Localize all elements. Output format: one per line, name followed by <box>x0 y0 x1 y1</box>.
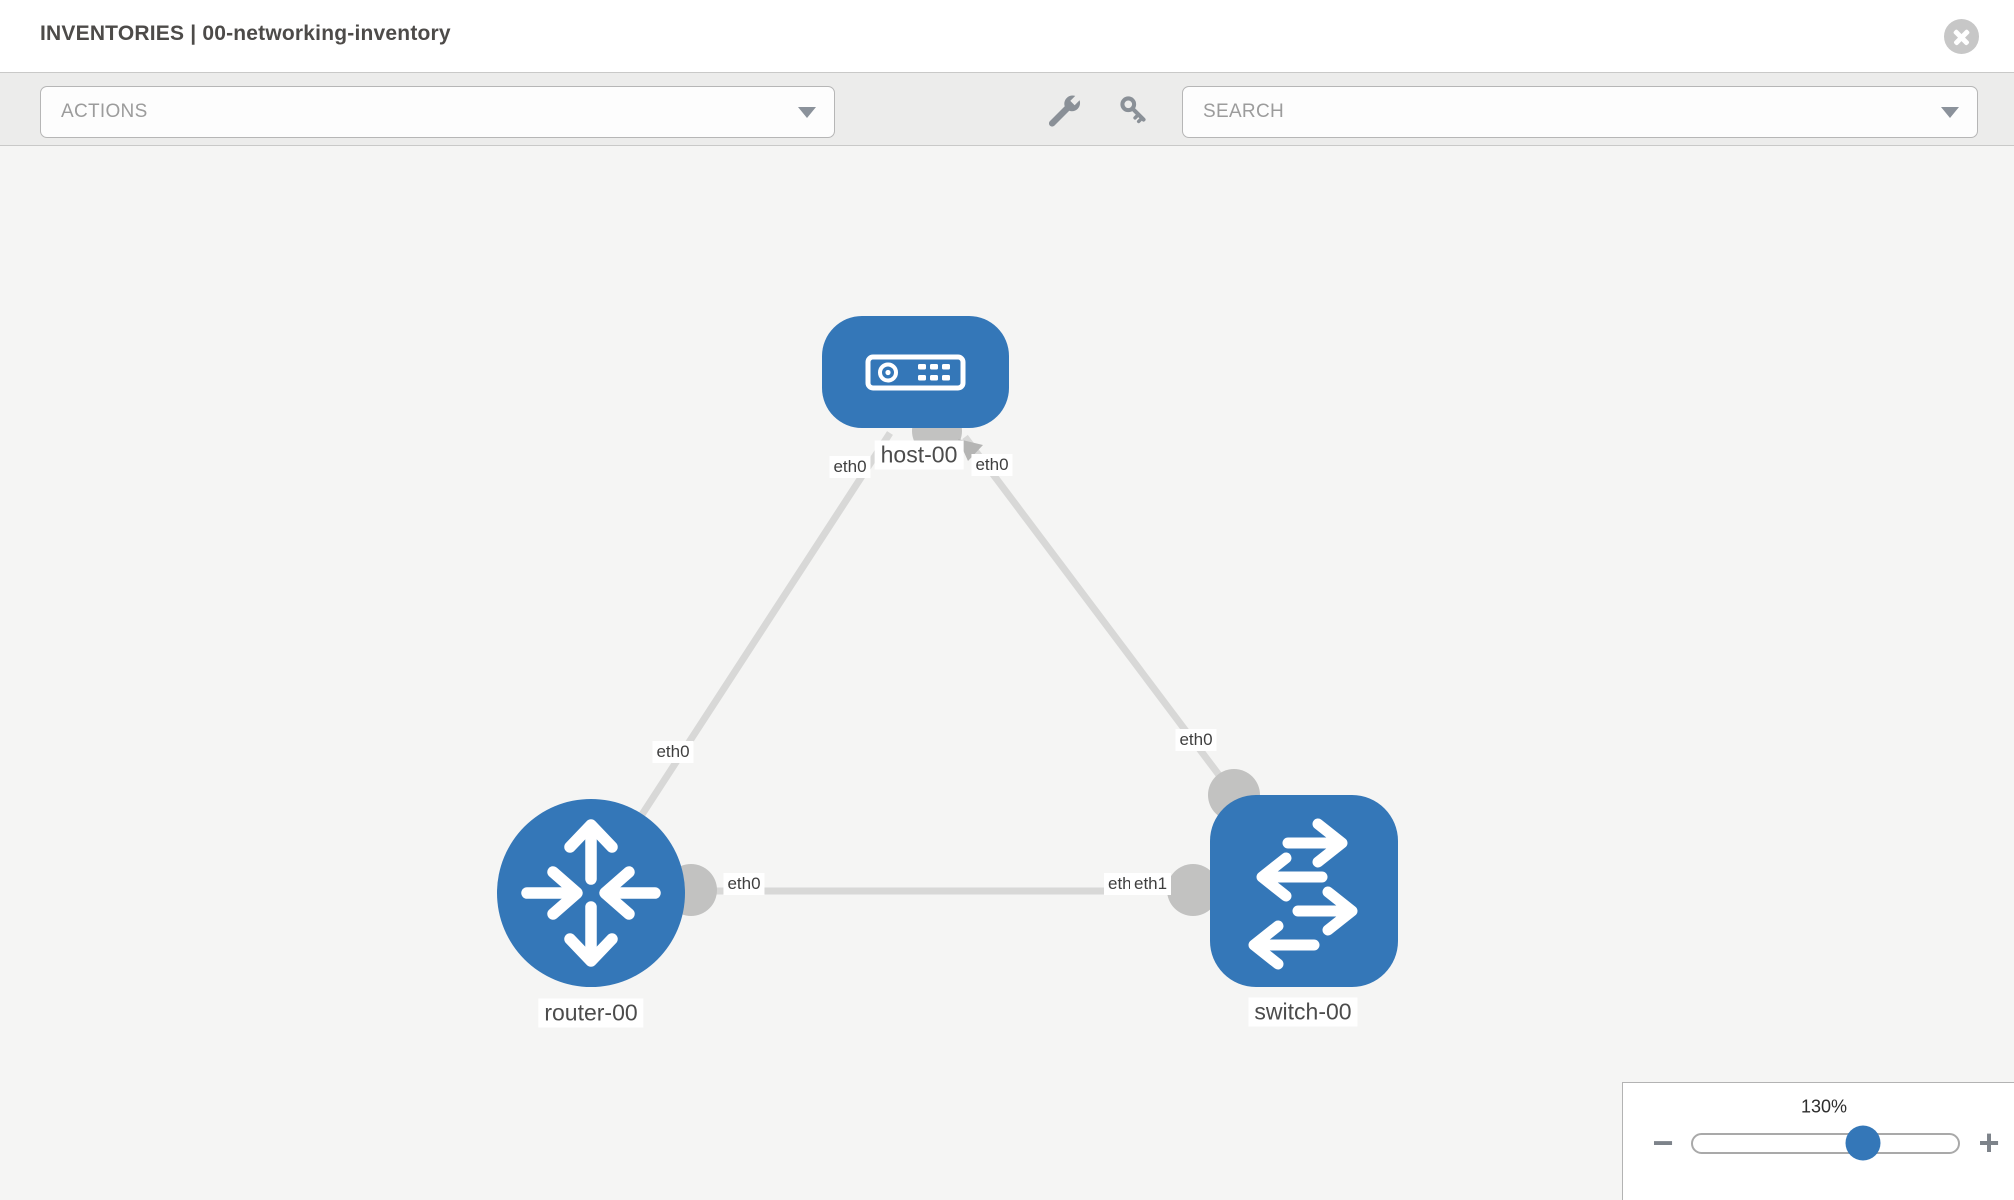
node-router[interactable] <box>497 799 685 987</box>
search-dropdown[interactable]: SEARCH <box>1182 86 1978 138</box>
interface-label: eth0 <box>1175 729 1217 751</box>
zoom-control-panel: 130% − + <box>1622 1082 2014 1200</box>
close-icon[interactable] <box>1944 19 1979 54</box>
zoom-in-button[interactable]: + <box>1978 1122 2000 1163</box>
topology-graph <box>497 316 1398 987</box>
header: INVENTORIES | 00-networking-inventory <box>0 0 2014 72</box>
switch-icon <box>1248 818 1358 970</box>
router-icon <box>521 819 661 967</box>
zoom-slider-track[interactable] <box>1691 1133 1960 1154</box>
toolbar: ACTIONS SEARCH <box>0 72 2014 146</box>
interface-label: eth0 <box>723 873 765 895</box>
wrench-icon[interactable] <box>1046 92 1082 128</box>
chevron-down-icon[interactable] <box>798 107 816 118</box>
node-switch[interactable] <box>1210 795 1398 987</box>
zoom-out-button[interactable]: − <box>1652 1122 1674 1163</box>
node-host[interactable] <box>822 316 1009 428</box>
page-title: INVENTORIES | 00-networking-inventory <box>40 22 451 45</box>
key-icon[interactable] <box>1116 92 1152 128</box>
interface-label: eth0 <box>652 741 694 763</box>
interface-label: eth1 <box>1130 873 1172 895</box>
actions-dropdown-label: ACTIONS <box>61 101 148 122</box>
search-dropdown-label: SEARCH <box>1203 101 1284 122</box>
interface-label: eth0 <box>829 456 871 478</box>
node-label-host: host-00 <box>874 440 964 470</box>
link-arrowhead <box>958 439 983 461</box>
chevron-down-icon[interactable] <box>1941 107 1959 118</box>
node-label-switch: switch-00 <box>1248 997 1358 1027</box>
topology-canvas[interactable]: host-00 router-00 switch-00 eth0 eth0 et… <box>0 146 2014 1200</box>
actions-dropdown[interactable]: ACTIONS <box>40 86 835 138</box>
zoom-level: 130% <box>1800 1096 1848 1117</box>
interface-label: eth0 <box>971 454 1013 476</box>
zoom-slider-thumb[interactable] <box>1845 1125 1881 1161</box>
node-label-router: router-00 <box>538 998 644 1028</box>
server-icon <box>865 354 966 391</box>
port-switch-left <box>1167 864 1219 916</box>
